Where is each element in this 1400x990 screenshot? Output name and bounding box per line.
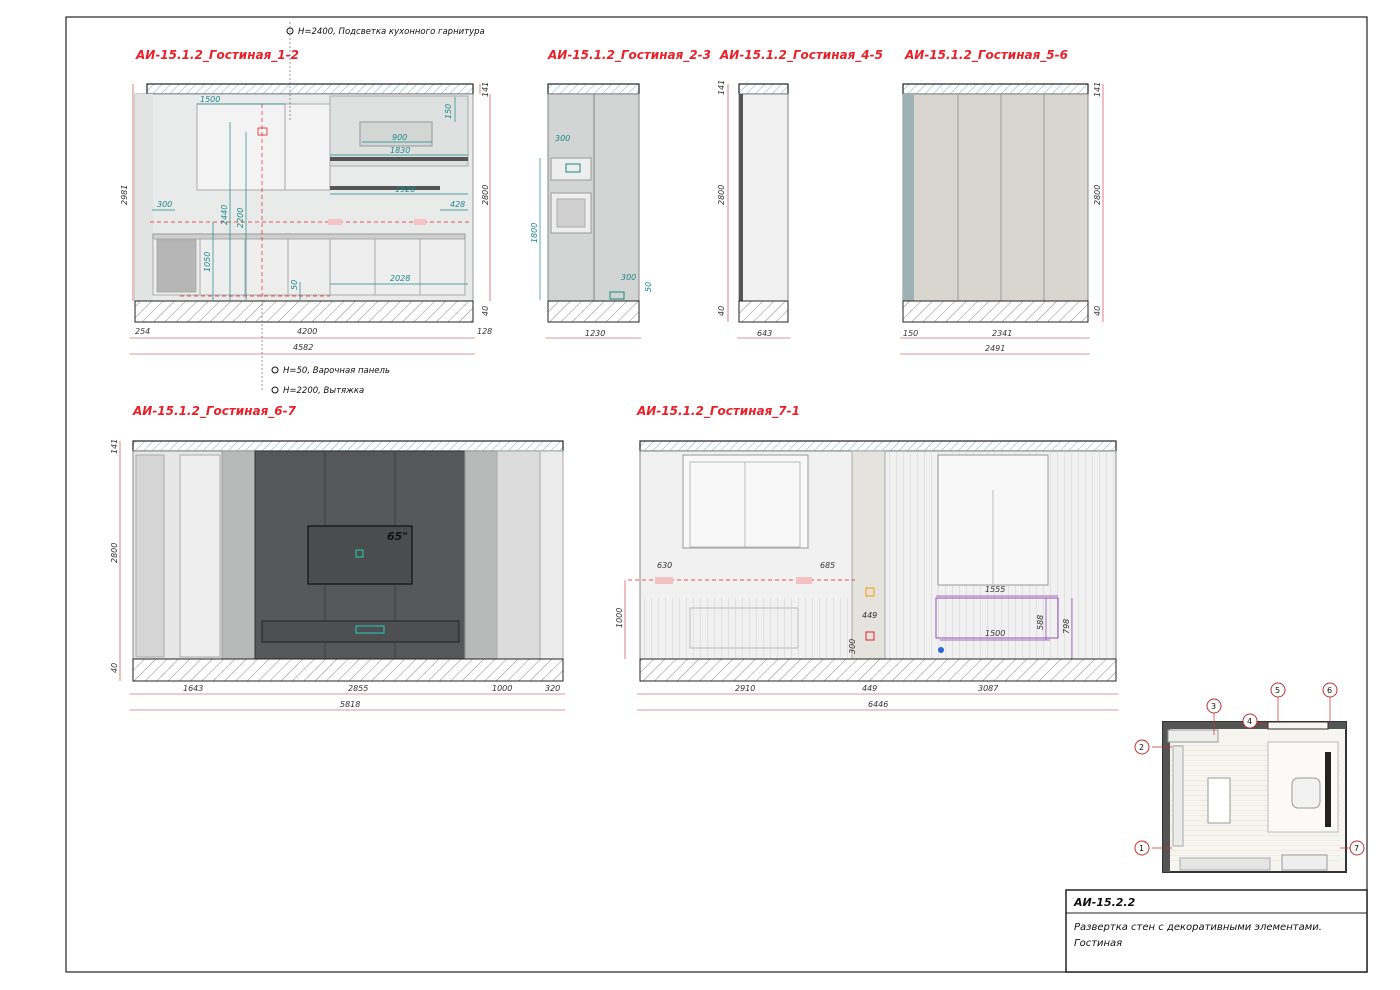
dim-40: 40 — [481, 306, 490, 316]
dim-449a: 449 — [862, 611, 877, 620]
dim-254: 254 — [135, 327, 150, 336]
dim-150-56: 150 — [903, 329, 918, 338]
dim-2491: 2491 — [985, 344, 1005, 353]
dim-2800-56: 2800 — [1093, 185, 1102, 205]
dim-1500: 1500 — [200, 95, 220, 104]
dim-50: 50 — [290, 280, 299, 290]
dim-40-56: 40 — [1093, 306, 1102, 316]
dim-2800: 2800 — [481, 185, 490, 205]
sheet-description-line1: Развертка стен с декоративными элементам… — [1074, 922, 1322, 933]
elevation-4-5-title: АИ-15.1.2_Гостиная_4-5 — [719, 48, 883, 63]
dim-3087: 3087 — [978, 684, 999, 693]
svg-text:1: 1 — [1139, 844, 1144, 853]
plan-marker-4: 4 — [1242, 713, 1258, 729]
svg-text:4: 4 — [1247, 717, 1252, 726]
plan-marker-7: 7 — [1349, 840, 1365, 856]
dim-1643: 1643 — [183, 684, 203, 693]
dim-2910: 2910 — [735, 684, 755, 693]
title-block: АИ-15.2.2 Развертка стен с декоративными… — [1065, 889, 1368, 973]
dim-300b: 300 — [621, 273, 636, 282]
dim-900: 900 — [392, 133, 407, 142]
sheet-code: АИ-15.2.2 — [1073, 896, 1136, 909]
dim-40-67: 40 — [110, 663, 119, 673]
key-plan: 1 2 3 4 5 6 7 — [1134, 682, 1365, 873]
elevation-5-6-title: АИ-15.1.2_Гостиная_5-6 — [904, 48, 1068, 63]
dim-50b: 50 — [644, 282, 653, 292]
plan-marker-1: 1 — [1134, 840, 1150, 856]
note-backlight: H=2400, Подсветка кухонного гарнитура — [298, 27, 485, 37]
dim-40-45: 40 — [717, 306, 726, 316]
plan-marker-2: 2 — [1134, 739, 1150, 755]
dim-643: 643 — [757, 329, 772, 338]
elevation-5-6: АИ-15.1.2_Гостиная_5-6 141 2800 40 150 2… — [900, 48, 1104, 355]
dim-2981: 2981 — [120, 185, 129, 205]
dim-428: 428 — [450, 200, 465, 209]
dim-2800-45: 2800 — [717, 185, 726, 205]
elevation-7-1: АИ-15.1.2_Гостиная_7-1 630 685 1000 449 … — [615, 404, 1118, 711]
dim-1050: 1050 — [203, 252, 212, 272]
dim-630: 630 — [657, 561, 672, 570]
dim-300-71: 300 — [848, 639, 857, 654]
dim-1800: 1800 — [530, 223, 539, 243]
svg-text:5: 5 — [1275, 686, 1280, 695]
svg-text:2: 2 — [1139, 743, 1144, 752]
plan-marker-3: 3 — [1206, 698, 1222, 714]
dim-2341: 2341 — [992, 329, 1012, 338]
plan-marker-6: 6 — [1322, 682, 1338, 698]
dim-2200: 2200 — [236, 208, 245, 228]
elevation-6-7-title: АИ-15.1.2_Гостиная_6-7 — [132, 404, 297, 419]
note-cooktop: H=50, Варочная панель — [283, 366, 390, 376]
svg-text:3: 3 — [1211, 702, 1216, 711]
dim-320: 320 — [545, 684, 560, 693]
elevation-1-2-title: АИ-15.1.2_Гостиная_1-2 — [135, 48, 299, 63]
dim-1000-71: 1000 — [615, 608, 624, 628]
dim-2800-67: 2800 — [110, 543, 119, 563]
tv-size-label: 65" — [387, 530, 408, 543]
dim-5818: 5818 — [340, 700, 360, 709]
dim-2440: 2440 — [220, 205, 229, 225]
note-hood: H=2200, Вытяжка — [283, 386, 364, 396]
dim-1230: 1230 — [585, 329, 605, 338]
dim-1500-71: 1500 — [985, 629, 1005, 638]
svg-text:7: 7 — [1354, 844, 1359, 853]
dim-449b: 449 — [862, 684, 877, 693]
dim-141-56: 141 — [1093, 82, 1102, 97]
plan-marker-5: 5 — [1270, 682, 1286, 698]
dim-1928: 1928 — [395, 185, 415, 194]
elevation-2-3-title: АИ-15.1.2_Гостиная_2-3 — [547, 48, 711, 63]
dim-685: 685 — [820, 561, 835, 570]
elevation-7-1-title: АИ-15.1.2_Гостиная_7-1 — [636, 404, 800, 419]
elevation-6-7: АИ-15.1.2_Гостиная_6-7 65" 141 2800 40 1… — [110, 404, 565, 711]
dim-150: 150 — [444, 104, 453, 119]
dim-300: 300 — [157, 200, 172, 209]
dim-141-67: 141 — [110, 439, 119, 454]
dim-300a: 300 — [555, 134, 570, 143]
sheet-description-line2: Гостиная — [1074, 938, 1122, 949]
dim-1555: 1555 — [985, 585, 1005, 594]
dim-2028: 2028 — [390, 274, 410, 283]
dim-6446: 6446 — [868, 700, 888, 709]
dim-588: 588 — [1036, 615, 1045, 630]
dim-1830: 1830 — [390, 146, 410, 155]
elevation-1-2: АИ-15.1.2_Гостиная_1-2 — [120, 22, 492, 396]
elevation-2-3: АИ-15.1.2_Гостиная_2-3 300 1800 300 50 1… — [530, 48, 711, 339]
dim-798: 798 — [1062, 619, 1071, 634]
dim-4200: 4200 — [297, 327, 317, 336]
sheet-border — [65, 16, 1368, 973]
dim-128: 128 — [477, 327, 492, 336]
dim-2855: 2855 — [348, 684, 368, 693]
elevation-4-5: АИ-15.1.2_Гостиная_4-5 141 2800 40 643 — [717, 48, 883, 339]
dim-141: 141 — [481, 82, 490, 97]
dim-4582: 4582 — [293, 343, 313, 352]
dim-141-45: 141 — [717, 80, 726, 95]
dim-1000: 1000 — [492, 684, 512, 693]
svg-text:6: 6 — [1327, 686, 1332, 695]
